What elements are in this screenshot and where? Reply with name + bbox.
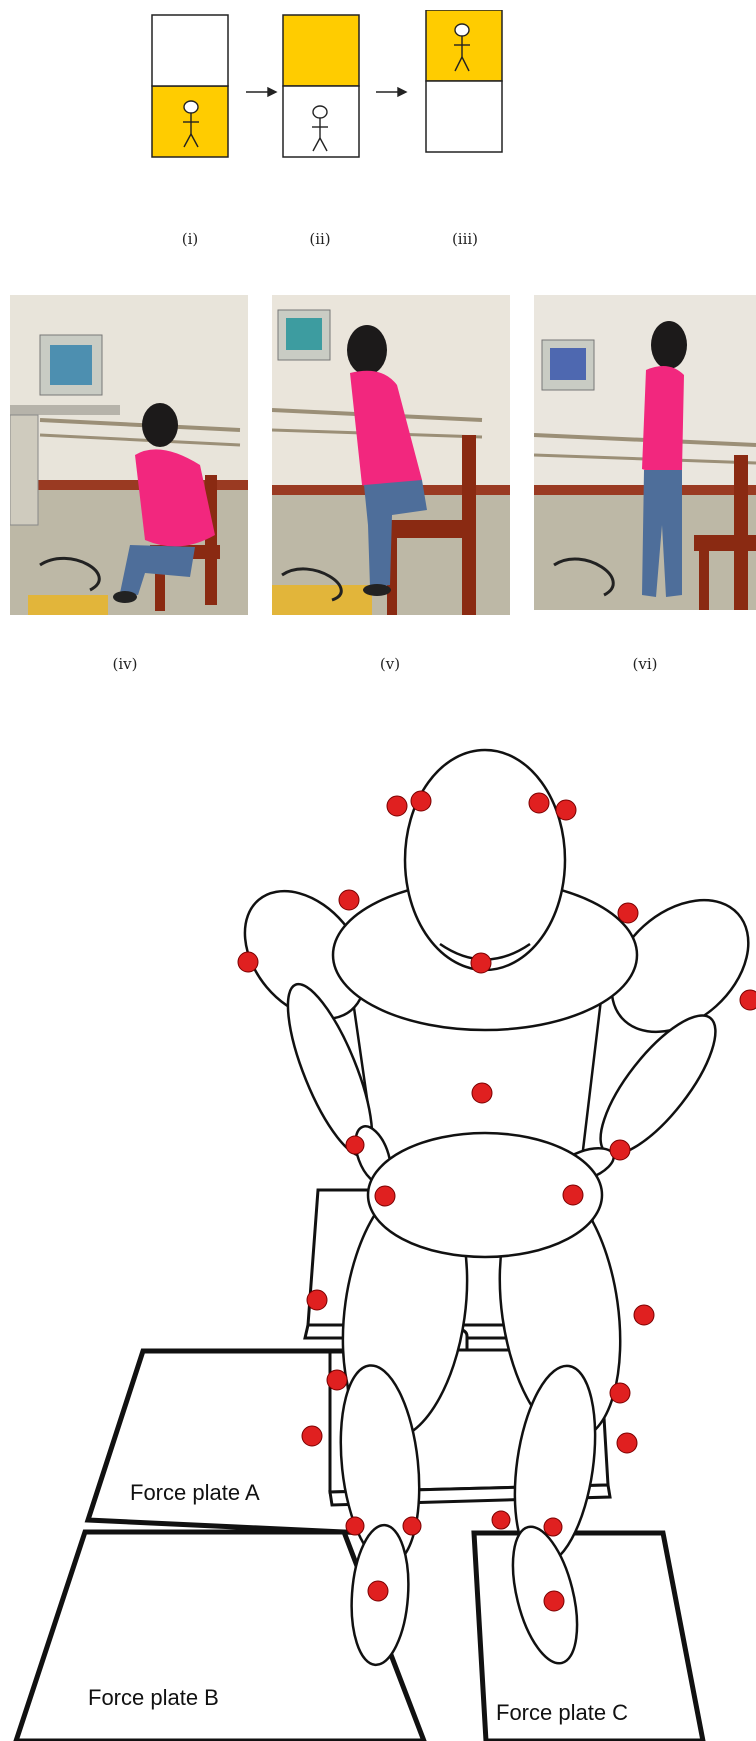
marker-head-left-2 bbox=[411, 791, 431, 811]
marker-sternum bbox=[471, 953, 491, 973]
marker-shoulder-left bbox=[618, 903, 638, 923]
sequence-label-i: (i) bbox=[150, 230, 230, 248]
force-plate-a bbox=[88, 1351, 365, 1533]
marker-ankle-left-1 bbox=[492, 1511, 510, 1529]
marker-ankle-right-2 bbox=[403, 1517, 421, 1535]
marker-head-left-1 bbox=[387, 796, 407, 816]
marker-diagram: Force plate A Force plate B Force plate … bbox=[0, 700, 756, 1741]
arrow-icon bbox=[246, 88, 276, 96]
marker-ankle-right-1 bbox=[346, 1517, 364, 1535]
marker-elbow-right bbox=[238, 952, 258, 972]
marker-foot-right bbox=[368, 1581, 388, 1601]
sequence-box-iii bbox=[426, 10, 502, 152]
marker-wrist-right bbox=[346, 1136, 364, 1154]
marker-shoulder-right bbox=[339, 890, 359, 910]
marker-head-right-2 bbox=[556, 800, 576, 820]
photo-standing bbox=[534, 295, 756, 610]
marker-spine bbox=[472, 1083, 492, 1103]
marker-thigh-left bbox=[634, 1305, 654, 1325]
marker-thigh-right bbox=[307, 1290, 327, 1310]
photo-rising bbox=[272, 295, 510, 615]
marker-head-right-1 bbox=[529, 793, 549, 813]
photo-label-iv: (iv) bbox=[80, 655, 170, 673]
sequence-label-ii: (ii) bbox=[280, 230, 360, 248]
sequence-box-i bbox=[152, 15, 228, 157]
marker-shank-right bbox=[302, 1426, 322, 1446]
marker-wrist-left bbox=[610, 1140, 630, 1160]
marker-hip-right bbox=[375, 1186, 395, 1206]
marker-shank-left bbox=[617, 1433, 637, 1453]
plate-label-a: Force plate A bbox=[130, 1480, 260, 1505]
photo-sitting bbox=[10, 295, 248, 615]
marker-knee-left bbox=[610, 1383, 630, 1403]
marker-ankle-left-2 bbox=[544, 1518, 562, 1536]
sequence-diagram bbox=[150, 10, 510, 170]
arrow-icon bbox=[376, 88, 406, 96]
marker-elbow-left bbox=[740, 990, 756, 1010]
sequence-label-iii: (iii) bbox=[425, 230, 505, 248]
marker-knee-right bbox=[327, 1370, 347, 1390]
marker-hip-left bbox=[563, 1185, 583, 1205]
photo-label-vi: (vi) bbox=[600, 655, 690, 673]
marker-foot-left bbox=[544, 1591, 564, 1611]
plate-label-b: Force plate B bbox=[88, 1685, 219, 1710]
plate-label-c: Force plate C bbox=[496, 1700, 628, 1725]
photo-label-v: (v) bbox=[345, 655, 435, 673]
sequence-box-ii bbox=[283, 15, 359, 157]
